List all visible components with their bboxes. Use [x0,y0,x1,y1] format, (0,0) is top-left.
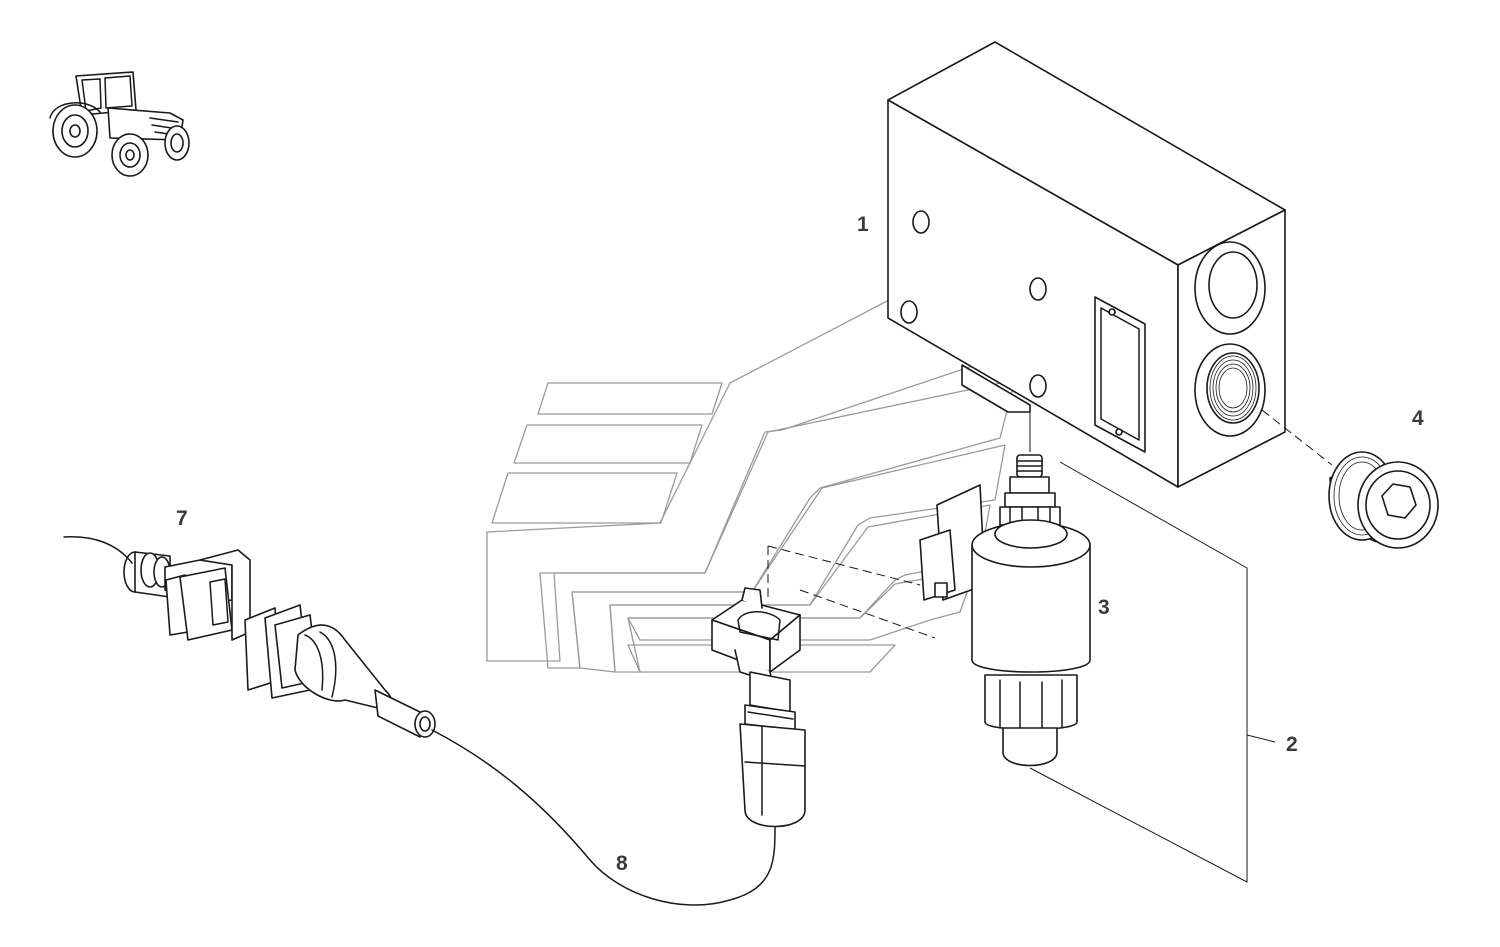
wire-harness [63,536,806,906]
tractor-icon [49,71,190,177]
port-thread [1209,355,1257,421]
callout-part-7: 7 [176,507,188,530]
leader-lines [767,408,1333,883]
plug-connector [123,549,251,641]
callout-part-2: 2 [1286,733,1298,756]
callout-part-3: 3 [1098,596,1110,619]
hex-plug [1328,451,1439,549]
valve-block [887,41,1286,488]
solenoid-cartridge [919,454,1091,767]
callout-part-1: 1 [857,213,869,236]
callout-part-4: 4 [1412,407,1424,430]
callout-part-8: 8 [616,852,628,875]
